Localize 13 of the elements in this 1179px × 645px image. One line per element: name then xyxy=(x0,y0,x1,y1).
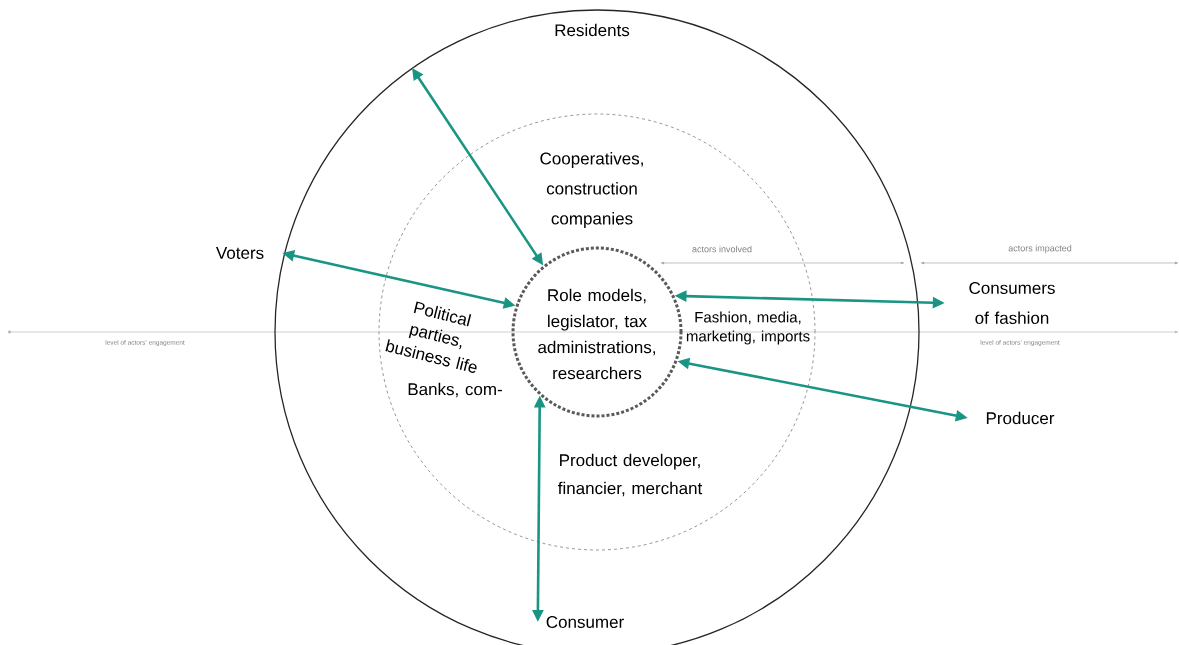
ring-label: Role models, legislator, tax administrations, researchers xyxy=(538,288,655,380)
ring-label: Fashion, media, marketing, imports xyxy=(686,311,810,345)
ring-label: Banks, com- xyxy=(408,382,502,398)
axis-label: actors impacted xyxy=(1008,244,1072,254)
actor-label: Consumer xyxy=(546,615,624,628)
actor-label: Producer xyxy=(986,411,1055,425)
ring-label: Political parties, business life xyxy=(385,301,477,373)
ring-label: Residents xyxy=(555,23,630,37)
ring-label: Cooperatives, construction companies xyxy=(540,152,643,228)
actor-label: Consumers of fashion xyxy=(969,282,1055,324)
actor-label: Voters xyxy=(216,247,264,259)
ring-label: Product developer, financier, merchant xyxy=(557,453,703,497)
axis-label: actors involved xyxy=(692,245,752,253)
